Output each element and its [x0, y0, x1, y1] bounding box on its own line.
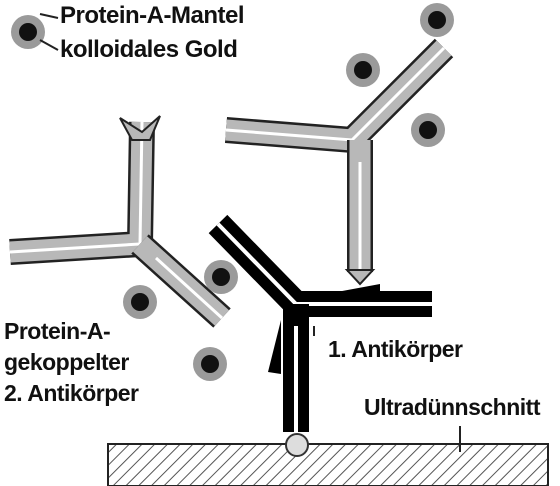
ultrathin-section: [107, 443, 549, 486]
gold-particle-1: [420, 3, 454, 37]
legend-gold-particle-icon: [11, 13, 59, 51]
ultrathin-section-label: Ultradünnschnitt: [364, 394, 541, 420]
gold-particle-4: [204, 260, 238, 294]
gold-particle-2: [346, 53, 380, 87]
primary-antibody: [208, 214, 432, 432]
gold-particle-5: [123, 285, 157, 319]
secondary-antibody-upper: [224, 38, 454, 286]
secondary-antibody-label-line1: Protein-A-: [4, 318, 111, 344]
secondary-antibody-left: [9, 115, 231, 328]
gold-particles: [123, 3, 454, 381]
primary-antibody-label: 1. Antikörper: [328, 336, 463, 362]
legend-protein-a-coat-label: Protein-A-Mantel: [60, 2, 245, 29]
antigen: [285, 433, 309, 457]
secondary-antibody-label-line2: gekoppelter: [4, 349, 129, 375]
legend-colloidal-gold-label: kolloidales Gold: [60, 36, 238, 63]
gold-particle-6: [193, 347, 227, 381]
gold-particle-3: [411, 113, 445, 147]
leader-lines: [313, 326, 461, 452]
secondary-antibody-label-line3: 2. Antikörper: [4, 380, 139, 406]
